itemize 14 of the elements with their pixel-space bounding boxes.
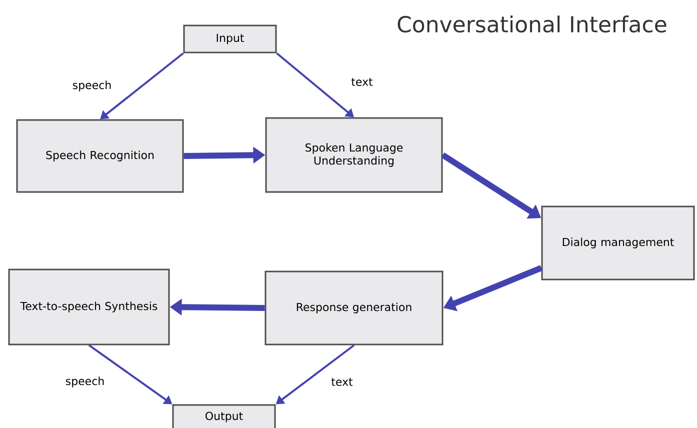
process-box: Spoken Language Understanding xyxy=(265,117,443,193)
arrow xyxy=(276,52,354,118)
process-box: Response generation xyxy=(264,270,444,346)
process-box: Input xyxy=(183,24,277,54)
process-box: Dialog management xyxy=(541,206,695,280)
edge-label: speech xyxy=(71,80,113,92)
process-box: Text-to-speech Synthesis xyxy=(8,268,170,346)
edge-label: text xyxy=(350,77,374,87)
process-box: Output xyxy=(172,404,276,428)
process-box: Speech Recognition xyxy=(16,119,184,193)
arrow xyxy=(100,52,184,120)
title: Conversational Interface xyxy=(398,16,666,33)
edge-label: text xyxy=(330,377,354,387)
edge-label: speech xyxy=(64,376,106,388)
